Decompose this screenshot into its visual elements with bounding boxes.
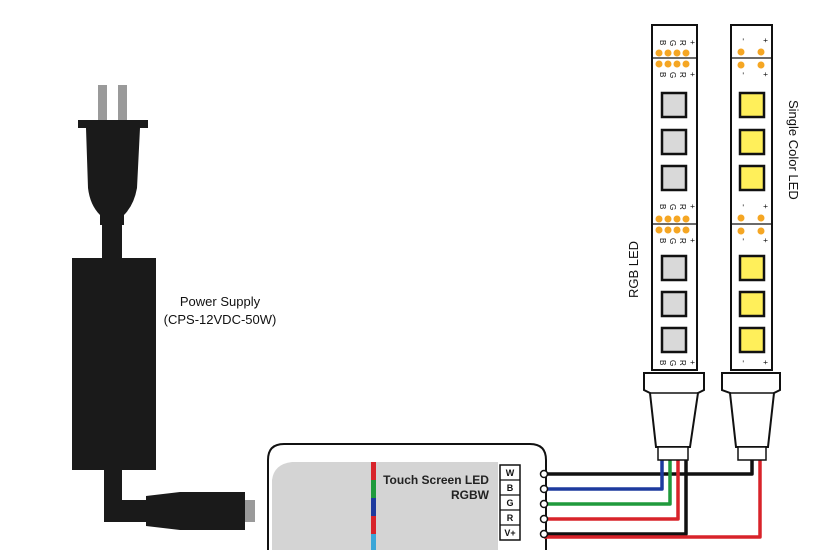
wire-vplus-single	[544, 460, 762, 539]
single-color-led-strip: - + - + - + - + - + Si	[721, 24, 801, 461]
svg-text:+: +	[761, 38, 770, 43]
svg-text:+: +	[688, 40, 697, 45]
svg-text:+: +	[688, 360, 697, 365]
rgb-led-chip	[660, 290, 688, 318]
single-led-chip	[738, 254, 766, 282]
rgb-led-strip: B G R + B G R + B G R + B G R	[626, 24, 705, 461]
single-pad-row-2: - + - +	[737, 204, 770, 243]
svg-text:R: R	[678, 360, 687, 366]
svg-text:B: B	[658, 204, 667, 209]
power-supply-model: (CPS-12VDC-50W)	[164, 312, 277, 327]
svg-text:-: -	[739, 38, 748, 41]
rgb-led-chip	[660, 164, 688, 192]
svg-text:+: +	[761, 238, 770, 243]
rgb-led-label: RGB LED	[626, 241, 641, 298]
supply-output-cord	[104, 470, 122, 505]
rgb-led-chip	[660, 326, 688, 354]
wire-red	[544, 460, 680, 521]
plug-cord	[102, 225, 122, 260]
rgb-pad-row-2: B G R + B G R +	[655, 204, 697, 244]
svg-text:+: +	[688, 72, 697, 77]
single-pad-row-1: - + - +	[737, 38, 770, 77]
rgb-pad-row-3: B G R +	[658, 360, 697, 366]
single-color-led-label: Single Color LED	[786, 100, 801, 200]
power-supply-box	[72, 258, 156, 470]
svg-text:-: -	[739, 360, 748, 363]
plug-prong-left	[98, 85, 107, 122]
controller: Touch Screen LED RGBW W B G R V+	[267, 443, 547, 550]
wires	[539, 460, 762, 539]
controller-terminal-block: W B G R V+	[499, 464, 521, 541]
rgb-led-chip	[660, 128, 688, 156]
terminal-label-w: W	[506, 468, 515, 478]
svg-text:B: B	[658, 40, 667, 45]
rgb-led-chip	[660, 254, 688, 282]
wire-vplus-rgb	[544, 460, 688, 536]
svg-text:R: R	[678, 238, 687, 244]
single-led-chip	[738, 164, 766, 192]
svg-text:R: R	[678, 72, 687, 78]
power-plug	[78, 85, 148, 260]
wire-blue	[544, 460, 664, 491]
svg-text:+: +	[761, 72, 770, 77]
single-strip-connector	[721, 372, 781, 461]
plug-body	[86, 128, 140, 225]
svg-text:+: +	[761, 204, 770, 209]
svg-text:B: B	[658, 238, 667, 243]
terminal-label-vplus: V+	[504, 528, 515, 538]
controller-panel	[272, 462, 498, 550]
svg-text:-: -	[739, 204, 748, 207]
svg-text:G: G	[668, 40, 677, 46]
svg-text:-: -	[739, 72, 748, 75]
svg-text:+: +	[761, 360, 770, 365]
single-led-chip	[738, 290, 766, 318]
dc-barrel-plug	[146, 492, 245, 530]
terminal-label-r: R	[507, 513, 514, 523]
dc-barrel-tip	[245, 500, 255, 522]
svg-text:R: R	[678, 40, 687, 46]
power-supply: Power Supply (CPS-12VDC-50W)	[72, 258, 276, 530]
svg-text:G: G	[668, 204, 677, 210]
rgb-strip-connector	[643, 372, 705, 461]
controller-title-line1: Touch Screen LED	[383, 473, 489, 487]
single-led-chip	[738, 326, 766, 354]
wire-white	[544, 460, 754, 476]
svg-text:B: B	[658, 360, 667, 365]
svg-text:G: G	[668, 360, 677, 366]
rgb-led-chip	[660, 91, 688, 119]
svg-text:-: -	[739, 238, 748, 241]
svg-text:+: +	[688, 238, 697, 243]
single-strip-board	[730, 24, 773, 371]
rgb-pad-row-1: B G R + B G R +	[655, 40, 697, 78]
wire-green	[544, 460, 672, 506]
svg-text:B: B	[658, 72, 667, 77]
svg-text:R: R	[678, 204, 687, 210]
power-supply-name: Power Supply	[180, 294, 261, 309]
svg-text:G: G	[668, 238, 677, 244]
terminal-label-g: G	[506, 498, 513, 508]
plug-prong-right	[118, 85, 127, 122]
single-led-chip	[738, 91, 766, 119]
single-led-chip	[738, 128, 766, 156]
svg-text:G: G	[668, 72, 677, 78]
plug-rim	[78, 120, 148, 128]
svg-text:+: +	[688, 204, 697, 209]
single-pad-row-3: - +	[739, 360, 770, 365]
terminal-label-b: B	[507, 483, 514, 493]
controller-title-line2: RGBW	[451, 488, 490, 502]
